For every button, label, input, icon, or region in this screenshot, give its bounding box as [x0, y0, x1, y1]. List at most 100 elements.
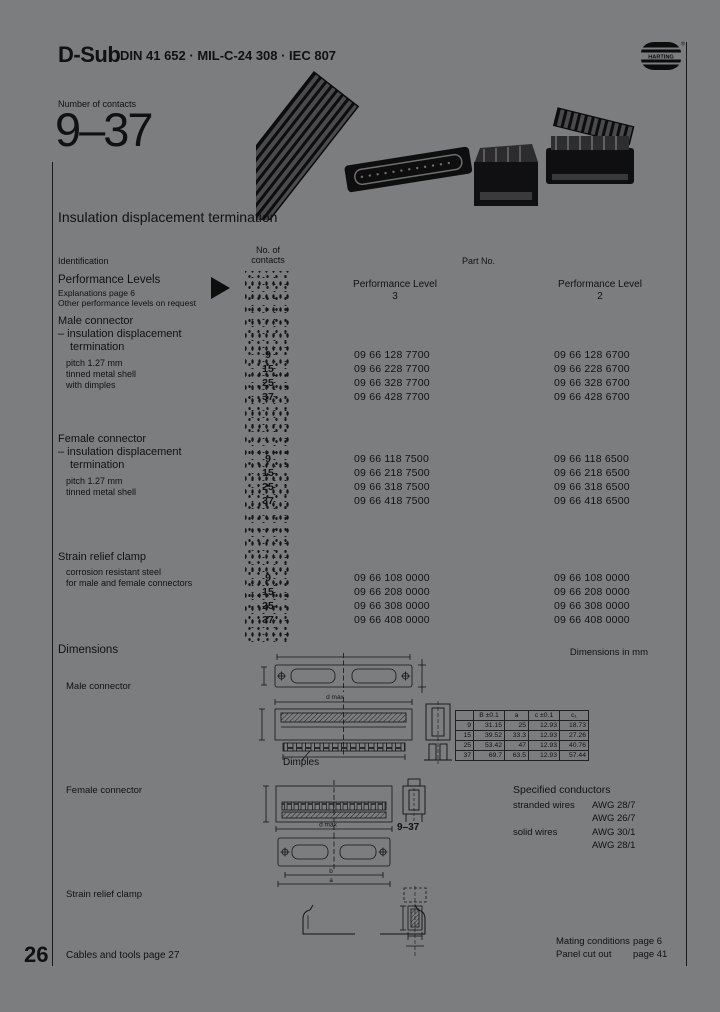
dim-td: 12.93 — [528, 740, 560, 751]
page-title: D-Sub — [58, 42, 121, 67]
page-number: 26 — [24, 942, 49, 967]
stranded-wires-label: stranded wires — [513, 800, 575, 811]
female-row-part-pl2: 09 66 418 6500 — [554, 495, 630, 507]
female-row-part-pl2: 09 66 318 6500 — [554, 481, 630, 493]
dim-th: c ±0.1 — [528, 710, 560, 721]
male-dmax-label: d max — [326, 694, 344, 701]
clamp-drawing — [302, 886, 427, 958]
clamp-row-part-pl2: 09 66 208 0000 — [554, 586, 630, 598]
dim-td: 9 — [455, 720, 474, 731]
performance-title: Performance Levels — [58, 274, 161, 286]
female-row-part-pl3: 09 66 418 7500 — [354, 495, 430, 507]
dimension-table-row: 9 31.15 25 12.93 18.73 — [455, 720, 589, 731]
col-contacts: No. of contacts — [251, 245, 285, 265]
female-row-contacts: 15 — [262, 467, 274, 479]
harting-logo: HARTING ® — [640, 40, 686, 72]
female-dmax-label: d max — [319, 822, 337, 829]
male-row-part-pl2: 09 66 228 6700 — [554, 363, 630, 375]
clamp-row-part-pl3: 09 66 208 0000 — [354, 586, 430, 598]
clamp-row-part-pl2: 09 66 108 0000 — [554, 572, 630, 584]
ribbon-cable-main — [256, 70, 360, 220]
dim-td: 53.42 — [473, 740, 505, 751]
male-row-part-pl3: 09 66 328 7700 — [354, 377, 430, 389]
clamp-row-part-pl3: 09 66 408 0000 — [354, 614, 430, 626]
clamp-row-part-pl3: 09 66 308 0000 — [354, 600, 430, 612]
male-row-contacts: 9 — [265, 349, 271, 361]
col-identification: Identification — [58, 256, 109, 266]
dim-td: 57.44 — [559, 750, 589, 761]
solid-wires-value-1: AWG 30/1 — [592, 827, 636, 838]
connector-body-right — [546, 107, 635, 184]
female-drawing-label: Female connector — [66, 785, 143, 796]
dim-td: 18.73 — [559, 720, 589, 731]
male-row-contacts: 37 — [262, 391, 274, 403]
female-row-part-pl2: 09 66 218 6500 — [554, 467, 630, 479]
stranded-wires-value-1: AWG 28/7 — [592, 800, 636, 811]
col-part-no: Part No. — [462, 256, 496, 266]
group-female-desc-2: termination — [70, 459, 125, 471]
footer-ref-label: Mating conditions — [556, 936, 630, 947]
male-connector-drawing: d max — [259, 653, 426, 761]
dim-td: 25 — [504, 720, 529, 731]
dimensions-title: Dimensions — [58, 644, 119, 656]
footer-ref-label: Panel cut out — [556, 949, 612, 960]
female-row-contacts: 25 — [262, 481, 274, 493]
solid-wires-label: solid wires — [513, 827, 558, 838]
connector-body-middle — [474, 144, 538, 206]
dim-td: 33.3 — [504, 730, 529, 741]
contacts-stipple-band — [245, 271, 291, 644]
male-row-part-pl2: 09 66 328 6700 — [554, 377, 630, 389]
dim-td: 39.52 — [473, 730, 505, 741]
male-row-part-pl3: 09 66 428 7700 — [354, 391, 430, 403]
conductors-title: Specified conductors — [513, 784, 611, 796]
dim-td: 12.93 — [528, 750, 560, 761]
clamp-row-contacts: 37 — [262, 614, 274, 626]
dimension-table-row: 25 53.42 47 12.93 40.76 — [455, 740, 589, 751]
male-row-part-pl3: 09 66 128 7700 — [354, 349, 430, 361]
pointer-triangle-icon — [211, 277, 230, 299]
female-a-label: a — [329, 877, 333, 884]
right-rule — [686, 42, 687, 966]
connector-photo-illustration — [256, 70, 635, 220]
dim-th: a — [504, 710, 529, 721]
performance-note-1: Explanations page 6 — [58, 288, 136, 298]
clamp-row-contacts: 9 — [265, 572, 271, 584]
dimension-table: B ±0.1 a c ±0.1 c₁ 9 31.15 25 12.93 18.7… — [455, 710, 589, 761]
group-female-name: Female connector — [58, 433, 147, 445]
footer-ref-page: page 41 — [633, 949, 668, 960]
group-female-note-1: pitch 1.27 mm — [66, 476, 123, 486]
dim-td: 69.7 — [473, 750, 505, 761]
dim-td: 37 — [455, 750, 474, 761]
connector-body-main — [344, 146, 473, 193]
female-row-part-pl3: 09 66 318 7500 — [354, 481, 430, 493]
female-row-contacts: 9 — [265, 453, 271, 465]
dimension-table-row: 15 39.52 33.3 12.93 27.26 — [455, 730, 589, 741]
group-female-desc-1: – insulation displacement — [58, 446, 182, 458]
clamp-row-contacts: 25 — [262, 600, 274, 612]
dimensions-unit-note: Dimensions in mm — [569, 647, 648, 658]
harting-logo-icon: HARTING ® — [640, 41, 685, 70]
dimension-table-header-row: B ±0.1 a c ±0.1 c₁ — [455, 710, 589, 721]
section-title: Insulation displacement termination — [58, 209, 278, 225]
female-row-contacts: 37 — [262, 495, 274, 507]
contacts-label: Number of contacts — [58, 99, 137, 109]
male-row-part-pl2: 09 66 428 6700 — [554, 391, 630, 403]
performance-level-2-header: Performance Level 2 — [558, 279, 642, 302]
dim-td: 40.76 — [559, 740, 589, 751]
male-drawing-label: Male connector — [66, 681, 131, 692]
female-b-label: b — [329, 868, 333, 875]
performance-note-2: Other performance levels on request — [58, 298, 196, 308]
group-male-desc-2: termination — [70, 341, 125, 353]
female-row-part-pl2: 09 66 118 6500 — [554, 453, 630, 465]
solid-wires-value-2: AWG 28/1 — [592, 840, 636, 851]
group-clamp-note-1: corrosion resistant steel — [66, 567, 162, 577]
svg-text:®: ® — [681, 41, 685, 48]
dim-td: 12.93 — [528, 730, 560, 741]
male-row-contacts: 15 — [262, 363, 274, 375]
dim-td: 63.5 — [504, 750, 529, 761]
dim-td: 25 — [455, 740, 474, 751]
stranded-wires-value-2: AWG 26/7 — [592, 813, 636, 824]
footer-left-note: Cables and tools page 27 — [66, 950, 180, 961]
dim-td: 12.93 — [528, 720, 560, 731]
